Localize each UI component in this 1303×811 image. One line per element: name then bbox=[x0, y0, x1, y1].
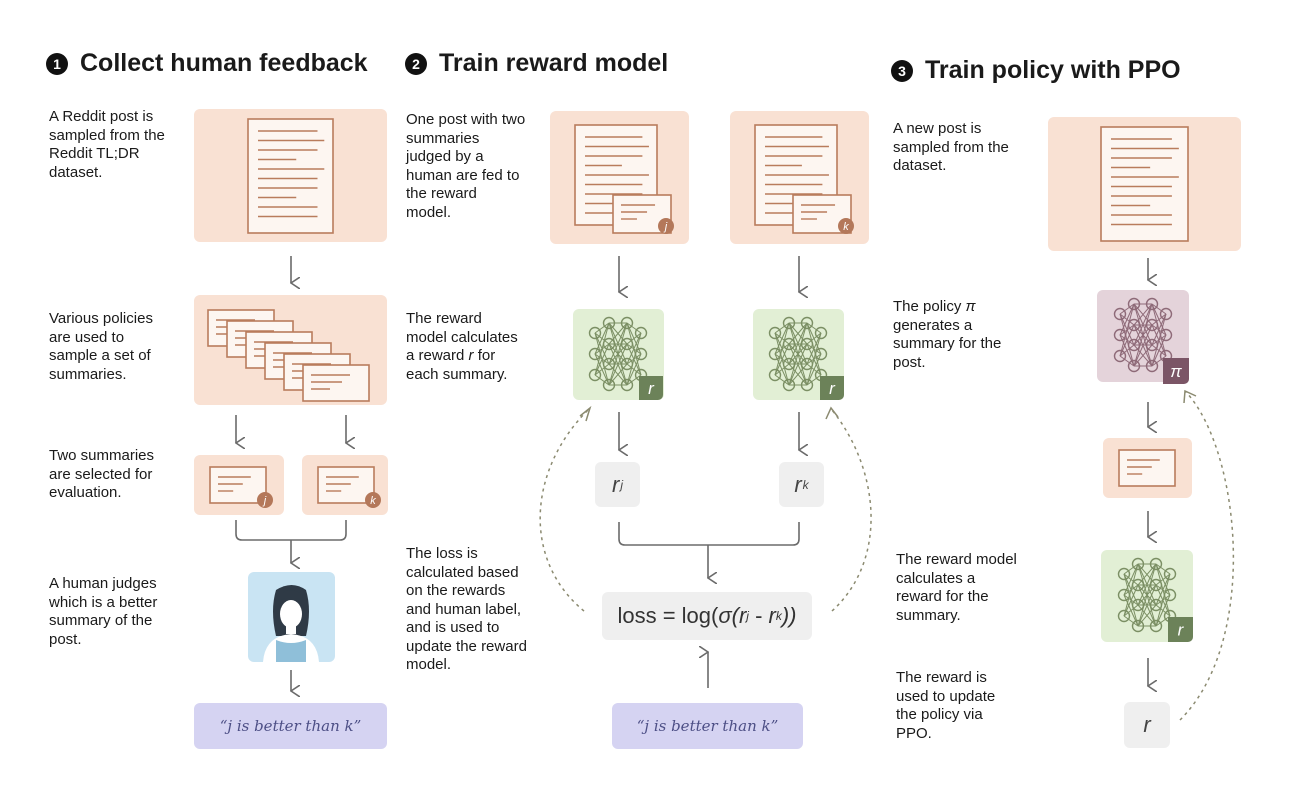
loss-s1: j bbox=[746, 609, 749, 623]
s2-feedback-right bbox=[831, 409, 872, 612]
s2-desc-intro: One post with two summaries judged by a … bbox=[406, 111, 526, 221]
s1-desc-selected: Two summaries are selected for evaluatio… bbox=[49, 447, 155, 501]
s2-desc-loss: The loss is calculated based on the rewa… bbox=[406, 545, 527, 673]
section-2-heading: 2 Train reward model bbox=[405, 49, 668, 78]
s1-reddit-post-box bbox=[194, 109, 387, 242]
loss-minus: - bbox=[748, 603, 769, 628]
step-number-1: 1 bbox=[46, 52, 68, 75]
s3-desc-new-post: A new post is sampled from the dataset. bbox=[893, 120, 1009, 174]
section-1-heading: 1 Collect human feedback bbox=[46, 49, 368, 78]
s1-summary-k-box bbox=[302, 455, 388, 515]
s2-post-k-box bbox=[730, 111, 869, 244]
s1-desc-post: A Reddit post is sampled from the Reddit… bbox=[49, 108, 165, 181]
s1-human-box bbox=[248, 572, 335, 662]
s1-summaries-box bbox=[194, 295, 387, 405]
s2-desc-reward-pre: The reward model calculates a reward bbox=[406, 310, 518, 364]
s3-desc-policy-pre: The policy bbox=[893, 298, 966, 315]
section-1-title: Collect human feedback bbox=[80, 49, 368, 77]
loss-open: ( bbox=[731, 603, 739, 628]
s1-summary-j-box bbox=[194, 455, 284, 515]
s1-desc-human: A human judges which is a better summary… bbox=[49, 575, 158, 648]
s2-desc-reward-var: r bbox=[468, 347, 474, 364]
step-number-2: 2 bbox=[405, 52, 427, 75]
s3-post-box bbox=[1048, 117, 1241, 251]
loss-sigma: σ bbox=[718, 603, 732, 628]
s1-desc-policies: Various policies are used to sample a se… bbox=[49, 310, 153, 383]
s3-policy-box bbox=[1097, 290, 1189, 382]
s2-reward-model-left bbox=[573, 309, 664, 400]
loss-r1: r bbox=[738, 603, 747, 628]
s2-feedback-left bbox=[539, 409, 589, 612]
s3-desc-policy-post: generates a summary for the post. bbox=[893, 316, 1002, 371]
s2-desc-reward: The reward model calculates a reward r f… bbox=[406, 310, 526, 384]
s2-feedback-right-head bbox=[825, 406, 839, 420]
s3-summary-box bbox=[1103, 438, 1192, 498]
s3-desc-policy: The policy π generates a summary for the… bbox=[893, 298, 1018, 372]
s2-human-label: “j is better than k” bbox=[612, 703, 803, 749]
s1-human-label: “j is better than k” bbox=[194, 703, 387, 749]
s3-desc-update: The reward is used to update the policy … bbox=[896, 669, 996, 742]
s2-bracket bbox=[618, 522, 800, 546]
s2-desc-reward-post: for each summary. bbox=[406, 347, 508, 383]
s3-feedback-head bbox=[1183, 389, 1197, 404]
loss-s2: k bbox=[775, 609, 782, 623]
s2-reward-model-right bbox=[753, 309, 844, 400]
s2-post-j-box bbox=[550, 111, 689, 244]
s2-reward-k-symbol: r bbox=[794, 471, 802, 497]
section-2-title: Train reward model bbox=[439, 49, 669, 77]
s2-reward-j-symbol: r bbox=[612, 471, 620, 497]
section-3-heading: 3 Train policy with PPO bbox=[891, 56, 1181, 85]
s2-reward-k-sub: k bbox=[802, 477, 809, 492]
step-number-3: 3 bbox=[891, 59, 913, 82]
loss-prefix: loss = log( bbox=[617, 603, 719, 628]
section-3-title: Train policy with PPO bbox=[925, 56, 1181, 84]
s3-desc-reward: The reward model calculates a reward for… bbox=[896, 551, 1017, 624]
s2-reward-j-sub: j bbox=[620, 477, 623, 492]
s3-reward-model-box bbox=[1101, 550, 1193, 642]
loss-close: )) bbox=[781, 603, 797, 628]
s3-desc-policy-var: π bbox=[965, 298, 976, 315]
s2-feedback-left-head bbox=[579, 405, 592, 422]
s1-bracket bbox=[235, 520, 347, 541]
s3-reward-value: r bbox=[1124, 702, 1170, 748]
loss-r2: r bbox=[768, 603, 776, 628]
